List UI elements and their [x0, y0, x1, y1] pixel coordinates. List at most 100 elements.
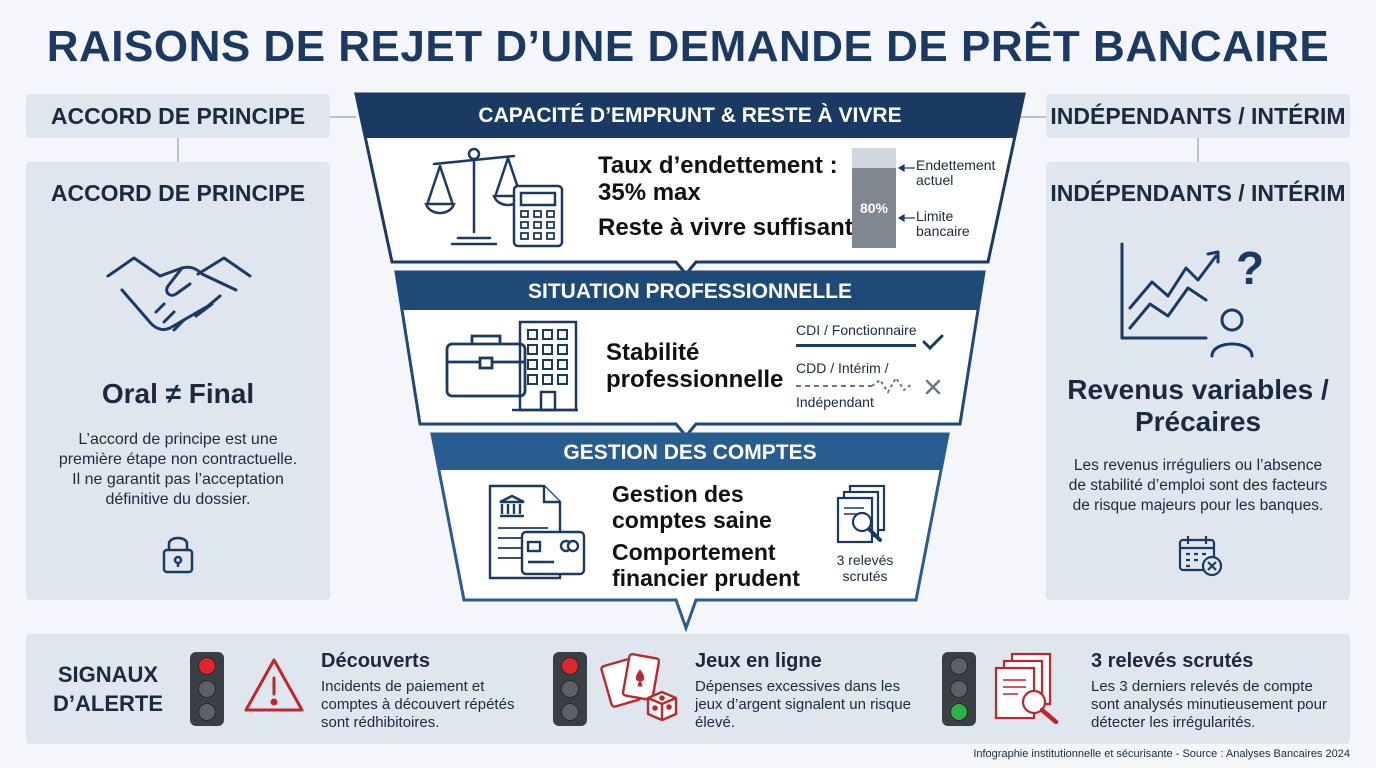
- signal-2-title: Jeux en ligne: [695, 650, 822, 672]
- light-bottom: [198, 703, 216, 721]
- light-top: [198, 657, 216, 675]
- briefcase-icon: [445, 334, 527, 398]
- status-risk-1: CDD / Intérim /: [796, 360, 889, 376]
- signal-text-line: élevé.: [695, 714, 736, 731]
- gauge-legend-line: bancaire: [916, 223, 970, 239]
- signals-title-line: SIGNAUX: [57, 662, 159, 687]
- signal-text-line: sont analysés minutieusement pour: [1091, 696, 1327, 713]
- left-text-line: L’accord de principe est une: [78, 431, 278, 448]
- left-head-label: ACCORD DE PRINCIPE: [50, 102, 306, 129]
- right-label: Revenus variables / Précaires: [1046, 374, 1350, 438]
- band3-side: 3 relevés scrutés: [830, 552, 900, 584]
- signals-bar: [26, 634, 1350, 744]
- left-text-line: première étape non contractuelle.: [58, 451, 298, 468]
- debt-gauge: 80%: [852, 148, 896, 248]
- band2-title: SITUATION PROFESSIONNELLE: [528, 280, 852, 303]
- signal-1-title: Découverts: [321, 650, 430, 672]
- signal-text-line: Les 3 derniers relevés de compte: [1091, 678, 1313, 695]
- right-head-label: INDÉPENDANTS / INTÉRIM: [1050, 102, 1346, 129]
- traffic-light-red: [190, 652, 224, 726]
- left-panel: ACCORD DE PRINCIPE Oral ≠ Final L’accord…: [26, 162, 330, 600]
- band1-line1: Taux d’endettement :: [598, 152, 838, 179]
- signals-title-line: D’ALERTE: [53, 691, 163, 716]
- signal-text-line: détecter les irrégularités.: [1091, 714, 1256, 731]
- left-text-line: définitive du dossier.: [105, 491, 251, 508]
- signal-text-line: jeux d’argent signalent un risque: [695, 696, 911, 713]
- right-panel-title: INDÉPENDANTS / INTÉRIM: [1050, 180, 1346, 206]
- gauge-legend-line: Limite: [916, 208, 954, 224]
- band2-line1: Stabilité: [606, 339, 700, 366]
- status-risk-2: Indépendant: [796, 394, 874, 410]
- band3-line4: financier prudent: [612, 565, 800, 591]
- cross-icon: [925, 379, 941, 395]
- left-connector-v: [177, 138, 179, 162]
- left-label: Oral ≠ Final: [101, 378, 255, 409]
- right-text-line: de stabilité d’emploi sont des facteurs: [1068, 477, 1328, 494]
- debt-gauge-value: 80%: [859, 200, 889, 216]
- income-chart-question-icon: ?: [1120, 242, 1264, 358]
- band3-side-line: 3 relevés: [836, 552, 894, 568]
- status-ok-line: [796, 344, 916, 347]
- gauge-legend-line: actuel: [916, 172, 954, 188]
- band1-line2: 35% max: [598, 179, 701, 206]
- band1-title: CAPACITÉ D’EMPRUNT & RESTE À VIVRE: [478, 104, 902, 127]
- signals-title: SIGNAUX D’ALERTE: [44, 660, 172, 718]
- office-building-icon: [512, 320, 578, 412]
- calculator-icon: [512, 184, 564, 248]
- signal-text-line: comptes à découvert répétés: [321, 696, 515, 713]
- gauge-legend-top: Endettement actuel: [916, 158, 995, 188]
- signal-text-line: sont rédhibitoires.: [321, 714, 440, 731]
- left-text-line: Il ne garantit pas l’acceptation: [72, 471, 284, 488]
- right-text-line: Les revenus irréguliers ou l’absence: [1073, 457, 1323, 474]
- band3-line1: Gestion des: [612, 481, 744, 507]
- check-icon: [922, 334, 944, 351]
- footer-source: Infographie institutionnelle et sécurisa…: [973, 748, 1350, 760]
- light-bottom: [561, 703, 579, 721]
- status-ok: CDI / Fonctionnaire: [796, 322, 917, 338]
- calendar-cancel-icon: [1178, 536, 1223, 577]
- right-label-line: Revenus variables /: [1067, 374, 1329, 405]
- gauge-pointers: [897, 163, 915, 223]
- signal-3-title: 3 relevés scrutés: [1091, 650, 1254, 672]
- right-label-line: Précaires: [1134, 406, 1262, 437]
- handshake-icon: [106, 256, 252, 332]
- lock-icon: [162, 536, 194, 574]
- signal-2-text: Dépenses excessives dans les jeux d’arge…: [695, 678, 911, 732]
- band3-title: GESTION DES COMPTES: [563, 441, 817, 464]
- signal-text-line: Dépenses excessives dans les: [695, 678, 901, 695]
- right-connector-h: [1020, 116, 1046, 118]
- right-connector-v: [1197, 138, 1199, 162]
- light-bottom: [950, 703, 968, 721]
- signal-3-text: Les 3 derniers relevés de compte sont an…: [1091, 678, 1327, 732]
- band1-line3: Reste à vivre suffisant: [598, 214, 853, 241]
- warning-icon: [244, 658, 304, 712]
- light-mid: [198, 680, 216, 698]
- scale-icon: [424, 147, 524, 246]
- right-head: INDÉPENDANTS / INTÉRIM: [1046, 94, 1350, 138]
- credit-card-icon: [520, 530, 586, 576]
- gauge-legend-bottom: Limite bancaire: [916, 209, 970, 239]
- signal-1-text: Incidents de paiement et comptes à décou…: [321, 678, 514, 732]
- light-top: [950, 657, 968, 675]
- band3-line2: comptes saine: [612, 507, 772, 533]
- right-text-line: de risque majeurs pour les banques.: [1072, 497, 1324, 514]
- documents-magnifier-icon: [994, 652, 1059, 724]
- light-mid: [561, 680, 579, 698]
- band3-line3: Comportement: [612, 539, 776, 565]
- document-search-icon: [836, 484, 886, 544]
- debt-gauge-fill: [852, 168, 896, 248]
- svg-text:?: ?: [1236, 242, 1264, 294]
- traffic-light-red: [553, 652, 587, 726]
- left-head: ACCORD DE PRINCIPE: [26, 94, 330, 138]
- left-text: L’accord de principe est une première ét…: [46, 430, 310, 510]
- band3-side-line: scrutés: [842, 568, 888, 584]
- page-title: RAISONS DE REJET D’UNE DEMANDE DE PRÊT B…: [46, 22, 1330, 71]
- light-top: [561, 657, 579, 675]
- left-connector-h: [330, 116, 356, 118]
- status-risk-line: [796, 376, 913, 394]
- gauge-legend-line: Endettement: [916, 157, 996, 173]
- gambling-cards-dice-icon: [600, 652, 678, 722]
- band2-line2: professionnelle: [606, 366, 784, 393]
- light-mid: [950, 680, 968, 698]
- traffic-light-green: [942, 652, 976, 726]
